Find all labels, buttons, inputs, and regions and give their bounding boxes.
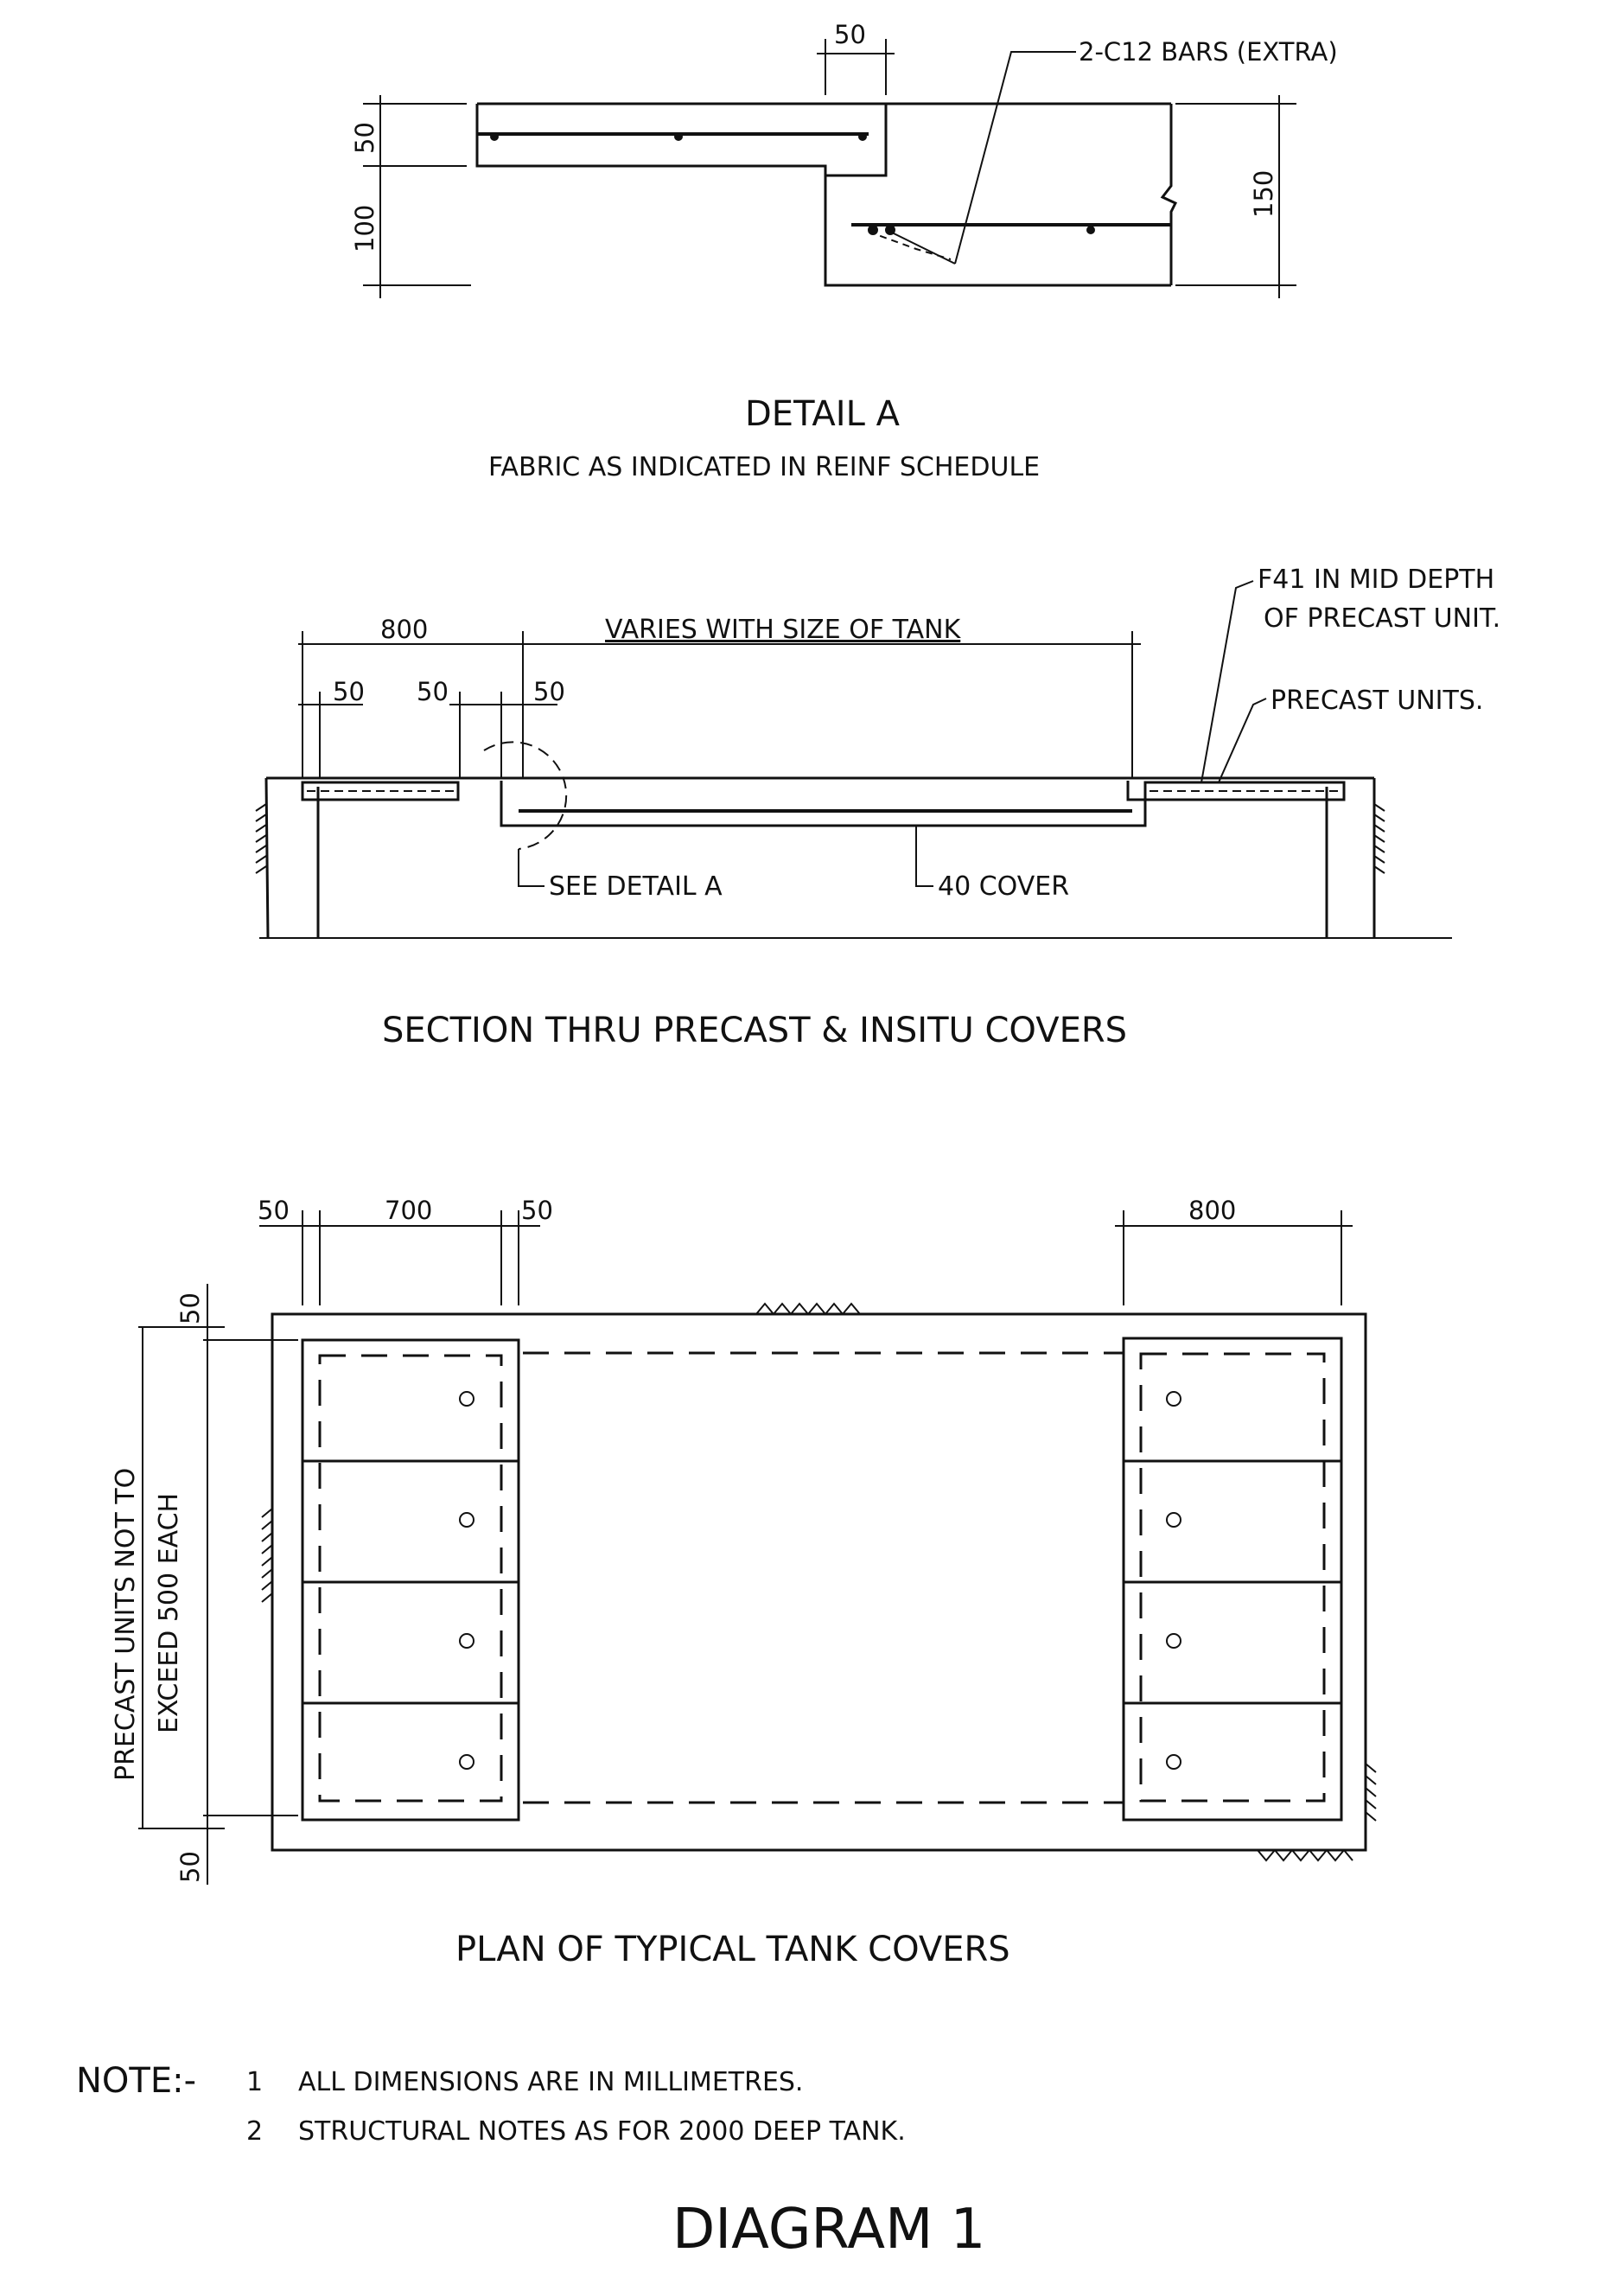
plan-soil-hatch-top bbox=[755, 1302, 861, 1316]
plan-lifting-hole bbox=[1166, 1512, 1181, 1528]
detail-a-bar-dot bbox=[674, 132, 683, 141]
section-title: SECTION THRU PRECAST & INSITU COVERS bbox=[382, 1011, 1127, 1050]
plan-left-precast-strip bbox=[301, 1338, 520, 1822]
detail-a: 2-C12 BARS (EXTRA) 50 50 100 150 DETAIL … bbox=[350, 20, 1338, 482]
plan-soil-hatch-bottom bbox=[1257, 1848, 1353, 1862]
plan-dim-50-b: 50 bbox=[521, 1196, 553, 1225]
section-dim-800: 800 bbox=[380, 615, 428, 644]
section-precast-leader bbox=[1218, 698, 1267, 783]
detail-a-leader bbox=[954, 51, 1076, 265]
section-dim-50-a: 50 bbox=[333, 677, 365, 706]
plan-dim-50-bottom: 50 bbox=[175, 1851, 205, 1883]
plan-lifting-hole bbox=[1166, 1633, 1181, 1649]
section-detail-a-leader bbox=[518, 849, 545, 887]
section-f41-line2: OF PRECAST UNIT. bbox=[1264, 603, 1500, 634]
diagram-title: DIAGRAM 1 bbox=[672, 2198, 985, 2262]
plan-lifting-hole bbox=[459, 1754, 474, 1770]
section-see-detail-label: SEE DETAIL A bbox=[549, 871, 723, 902]
plan-dim-700: 700 bbox=[385, 1196, 432, 1225]
section-dim-50-c: 50 bbox=[533, 677, 565, 706]
section-f41-line1: F41 IN MID DEPTH bbox=[1258, 565, 1494, 595]
detail-a-subtitle: FABRIC AS INDICATED IN REINF SCHEDULE bbox=[488, 452, 1040, 482]
plan-lifting-hole bbox=[1166, 1754, 1181, 1770]
section-detail-a-circle bbox=[483, 741, 568, 850]
section-cover-label: 40 COVER bbox=[938, 871, 1069, 902]
section-left-wall-outer bbox=[264, 777, 270, 939]
note-1-number: 1 bbox=[246, 2067, 263, 2097]
plan-right-precast-strip bbox=[1122, 1337, 1343, 1822]
detail-a-leader-2 bbox=[889, 231, 956, 265]
plan-dim-50-a: 50 bbox=[258, 1196, 290, 1225]
section-soil-hatch-right bbox=[1373, 803, 1385, 874]
plan-lifting-hole bbox=[459, 1512, 474, 1528]
section-left-precast-unit bbox=[301, 781, 460, 801]
detail-a-bar-dot bbox=[1086, 226, 1095, 234]
detail-a-bars-label: 2-C12 BARS (EXTRA) bbox=[1079, 37, 1338, 67]
plan-soil-hatch-left bbox=[261, 1508, 273, 1603]
detail-a-dim-100-left: 100 bbox=[350, 205, 379, 252]
plan-tank-covers: 50 700 50 800 50 50 PRECAST UNITS NOT TO… bbox=[111, 1196, 1377, 1969]
note-2-number: 2 bbox=[246, 2116, 263, 2147]
notes-heading: NOTE:- bbox=[76, 2061, 196, 2101]
section-f41-leader bbox=[1200, 580, 1254, 783]
section-dim-varies: VARIES WITH SIZE OF TANK bbox=[605, 615, 962, 645]
detail-a-dim-150-right: 150 bbox=[1249, 170, 1278, 218]
section-dim-50-b: 50 bbox=[417, 677, 449, 706]
plan-left-fabric-outline bbox=[318, 1354, 503, 1803]
section-insitu-slab bbox=[500, 781, 1147, 827]
plan-dim-800: 800 bbox=[1188, 1196, 1236, 1225]
detail-a-dim-50-left: 50 bbox=[350, 122, 379, 154]
section-cover-leader bbox=[915, 826, 933, 887]
plan-side-label-line2: EXCEED 500 EACH bbox=[154, 1493, 184, 1733]
detail-a-title: DETAIL A bbox=[745, 394, 901, 434]
notes: NOTE:- 1 ALL DIMENSIONS ARE IN MILLIMETR… bbox=[76, 2061, 906, 2147]
plan-soil-hatch-right bbox=[1365, 1763, 1377, 1822]
note-1-text: ALL DIMENSIONS ARE IN MILLIMETRES. bbox=[298, 2067, 803, 2097]
plan-right-fabric-outline bbox=[1139, 1352, 1326, 1803]
section-precast-units-label: PRECAST UNITS. bbox=[1271, 686, 1483, 716]
plan-lifting-hole bbox=[459, 1391, 474, 1407]
detail-a-bar-dot bbox=[858, 132, 867, 141]
plan-side-label-line1: PRECAST UNITS NOT TO bbox=[111, 1468, 141, 1781]
plan-lifting-hole bbox=[1166, 1391, 1181, 1407]
section-thru-covers: SEE DETAIL A 40 COVER 800 VARIES WITH SI… bbox=[255, 565, 1500, 1050]
detail-a-bar-dot bbox=[490, 132, 499, 141]
plan-title: PLAN OF TYPICAL TANK COVERS bbox=[455, 1930, 1010, 1969]
section-right-precast-unit bbox=[1143, 781, 1346, 801]
detail-a-dim-50-top: 50 bbox=[834, 20, 866, 49]
detail-a-outline bbox=[475, 102, 1178, 287]
plan-lifting-hole bbox=[459, 1633, 474, 1649]
plan-dim-50-top: 50 bbox=[175, 1292, 205, 1324]
note-2-text: STRUCTURAL NOTES AS FOR 2000 DEEP TANK. bbox=[298, 2116, 906, 2147]
section-soil-hatch-left bbox=[255, 803, 267, 874]
